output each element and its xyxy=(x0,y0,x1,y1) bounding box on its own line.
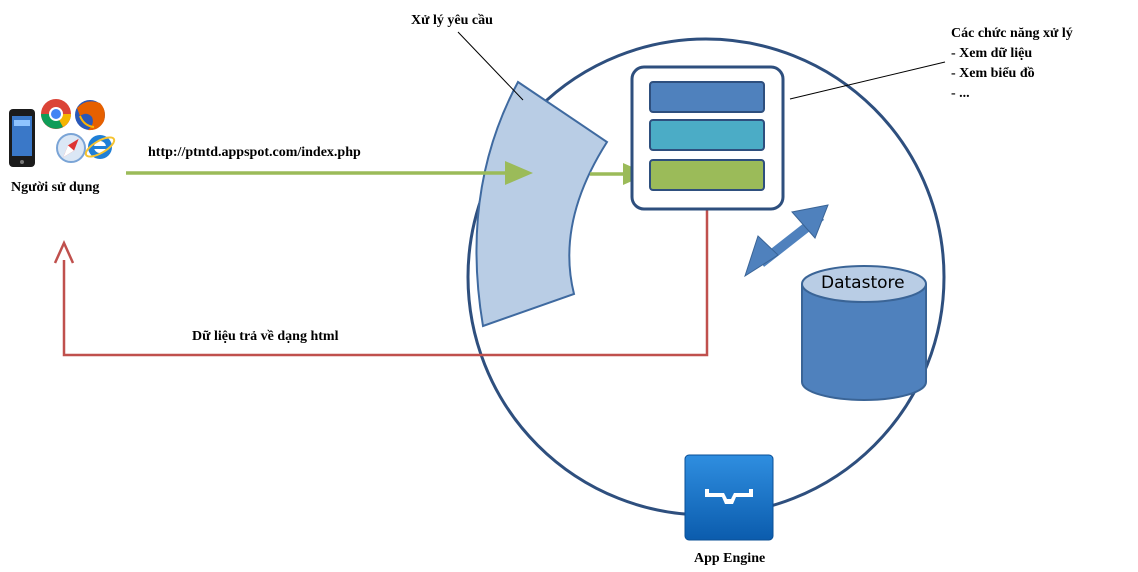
mobile-phone-icon xyxy=(9,109,35,167)
url-label: http://ptntd.appspot.com/index.php xyxy=(148,145,361,160)
request-handler-leader xyxy=(457,31,524,101)
function-item: - ... xyxy=(951,86,970,101)
response-label: Dữ liệu trả về dạng html xyxy=(192,329,339,344)
datastore-label: Datastore xyxy=(821,273,905,293)
function-item: - Xem biểu đồ xyxy=(951,66,1035,81)
request-handler-label: Xử lý yêu cầu xyxy=(411,13,493,28)
module-bar-blue xyxy=(649,81,765,113)
app-engine-label: App Engine xyxy=(694,551,766,566)
user-label: Người sử dụng xyxy=(11,180,100,195)
functions-leader xyxy=(789,61,946,100)
module-bar-teal xyxy=(649,119,765,151)
safari-icon xyxy=(56,133,86,163)
request-arrow-head xyxy=(505,161,533,185)
datastore-arrow-head-down xyxy=(744,235,779,278)
chrome-icon xyxy=(41,99,71,129)
firefox-icon xyxy=(75,100,105,131)
functions-title: Các chức năng xử lý xyxy=(951,26,1073,41)
app-engine-icon xyxy=(684,454,774,541)
datastore-arrow-head-up xyxy=(791,204,829,239)
internet-explorer-icon xyxy=(84,135,116,159)
response-arrow xyxy=(62,190,709,357)
datastore-cylinder-top xyxy=(801,265,927,303)
function-item: - Xem dữ liệu xyxy=(951,46,1033,61)
request-handler-arc xyxy=(475,80,609,328)
datastore-cylinder xyxy=(801,284,927,401)
response-arrow-head xyxy=(53,239,75,264)
module-bar-green xyxy=(649,159,765,191)
